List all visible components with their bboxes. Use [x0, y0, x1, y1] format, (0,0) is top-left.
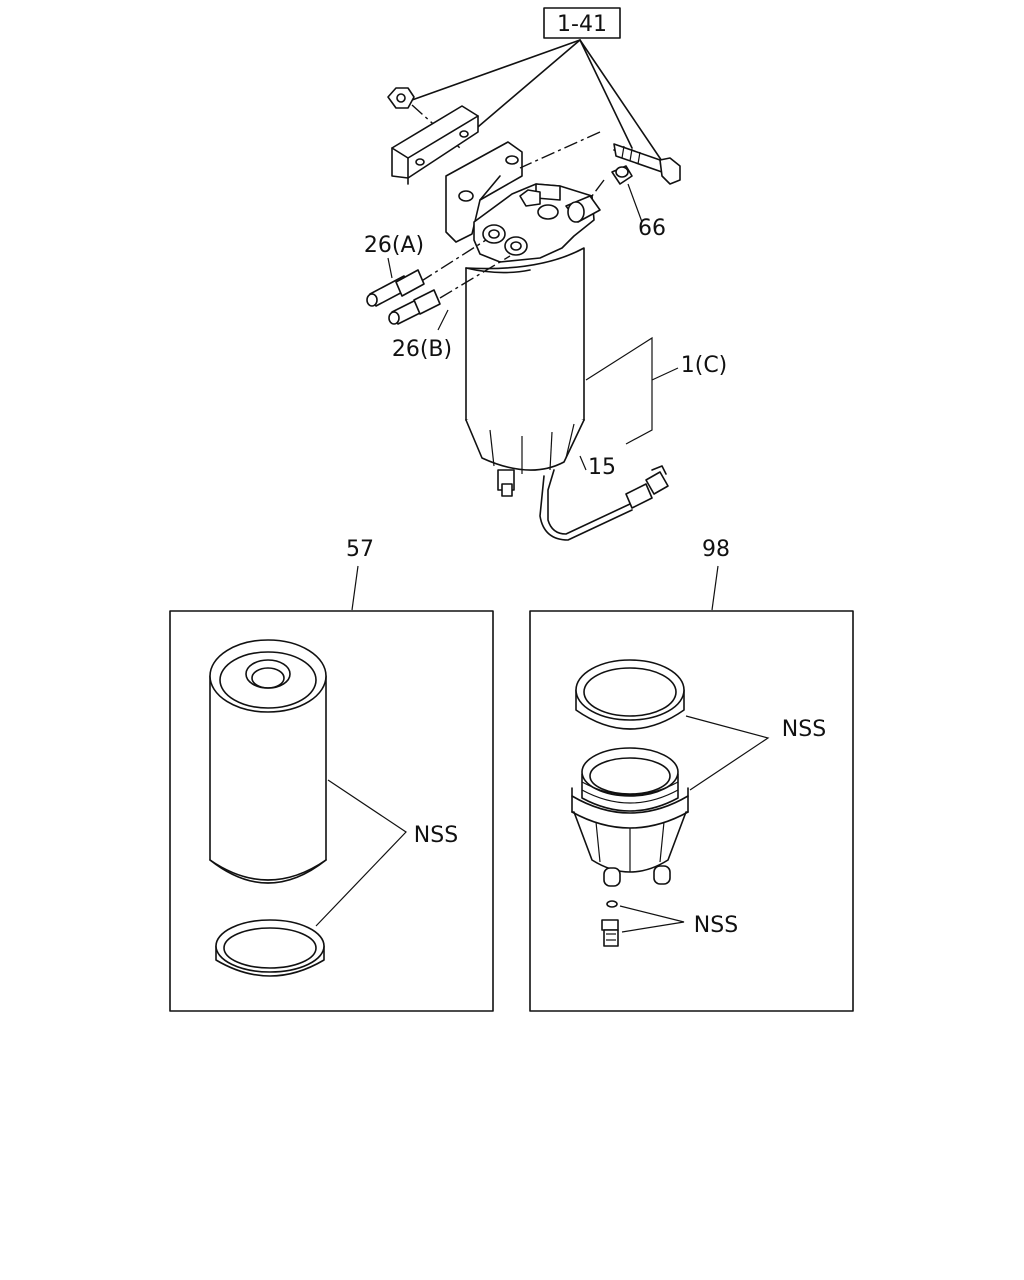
bowl-seal-ring	[575, 659, 685, 730]
drain-plug	[601, 919, 619, 947]
callout-nss-57[interactable]: NSS	[414, 823, 458, 848]
callout-1c[interactable]: 1(C)	[681, 353, 728, 378]
filter-element	[209, 639, 327, 884]
callout-66[interactable]: 66	[638, 216, 666, 241]
callout-nss-98-bottom[interactable]: NSS	[694, 913, 738, 938]
reference-leader-lines	[411, 39, 669, 171]
panel-57	[169, 610, 494, 1012]
filter-o-ring	[215, 919, 325, 977]
filter-bowl	[571, 747, 689, 887]
plug-sensor	[611, 165, 633, 185]
drain-o-ring	[606, 900, 618, 908]
callout-57[interactable]: 57	[346, 537, 374, 562]
mounting-plate	[391, 105, 479, 185]
fitting-26a[interactable]	[366, 239, 487, 307]
filter-canister	[465, 247, 585, 497]
callout-15[interactable]: 15	[588, 455, 616, 480]
reference-callout-1-41[interactable]: 1-41	[543, 7, 621, 39]
callout-26a[interactable]: 26(A)	[364, 233, 424, 258]
fitting-26b[interactable]	[388, 255, 511, 325]
filter-head	[473, 183, 601, 263]
hex-bolt	[613, 143, 681, 185]
sensor-harness	[539, 465, 669, 541]
callout-98[interactable]: 98	[702, 537, 730, 562]
panel-98	[529, 610, 854, 1012]
mounting-bracket	[445, 141, 523, 243]
callout-nss-98-top[interactable]: NSS	[782, 717, 826, 742]
reference-label: 1-41	[557, 12, 607, 37]
callout-26b[interactable]: 26(B)	[392, 337, 452, 362]
hex-nut	[387, 87, 415, 109]
fuel-filter-assembly	[366, 87, 681, 541]
